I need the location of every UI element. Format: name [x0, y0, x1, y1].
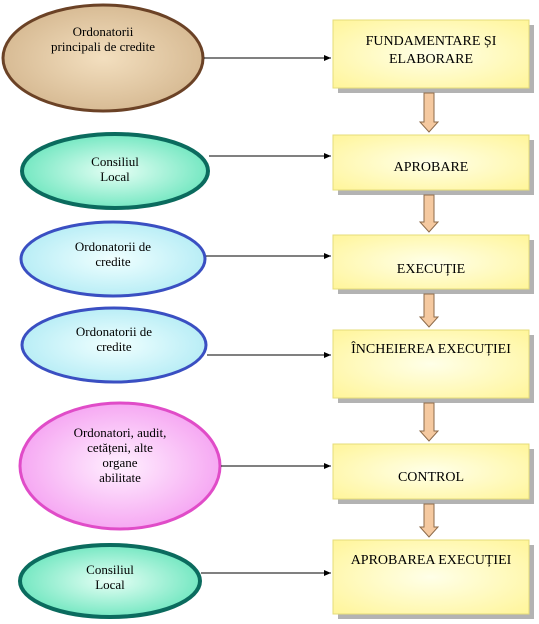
- actor-ellipse: [20, 132, 210, 210]
- down-arrow-icon: [418, 402, 440, 442]
- actor-label: credite: [95, 254, 131, 269]
- actor-label: credite: [96, 339, 132, 354]
- actor-label: Ordonatorii: [73, 24, 134, 39]
- down-arrow-icon: [418, 293, 440, 328]
- actor-label: cetățeni, alte: [87, 440, 153, 455]
- stage-label: CONTROL: [398, 470, 464, 485]
- actor-ellipse: [18, 543, 202, 619]
- actor-ellipse: [1, 3, 205, 113]
- actor-ellipse: [18, 401, 222, 531]
- actor-label: organe: [102, 455, 137, 470]
- stage-label: FUNDAMENTARE ȘI: [366, 34, 497, 49]
- actor-label: Consiliul: [91, 154, 139, 169]
- stage-box: [332, 234, 530, 290]
- actor-label: Local: [100, 169, 130, 184]
- actor-ellipse: [20, 306, 208, 384]
- actor-label: abilitate: [99, 470, 141, 485]
- stage-box: [332, 539, 530, 615]
- stage-box: [332, 329, 530, 399]
- stage-label: EXECUȚIE: [397, 262, 465, 277]
- stage-label: APROBAREA EXECUȚIEI: [351, 553, 512, 568]
- stage-label: ELABORARE: [389, 52, 473, 67]
- actor-label: principali de credite: [51, 39, 155, 54]
- actor-label: Ordonatorii de: [76, 324, 152, 339]
- actor-label: Consiliul: [86, 562, 134, 577]
- down-arrow-icon: [418, 194, 440, 233]
- stage-label: APROBARE: [394, 160, 469, 175]
- stage-box: [332, 443, 530, 500]
- stage-box: [332, 134, 530, 191]
- actor-label: Local: [95, 577, 125, 592]
- stage-label: ÎNCHEIEREA EXECUȚIEI: [351, 340, 511, 357]
- down-arrow-icon: [418, 92, 440, 133]
- stage-box: [332, 19, 530, 89]
- actor-label: Ordonatori, audit,: [74, 425, 167, 440]
- down-arrow-icon: [418, 503, 440, 538]
- actor-ellipse: [19, 220, 207, 298]
- actor-label: Ordonatorii de: [75, 239, 151, 254]
